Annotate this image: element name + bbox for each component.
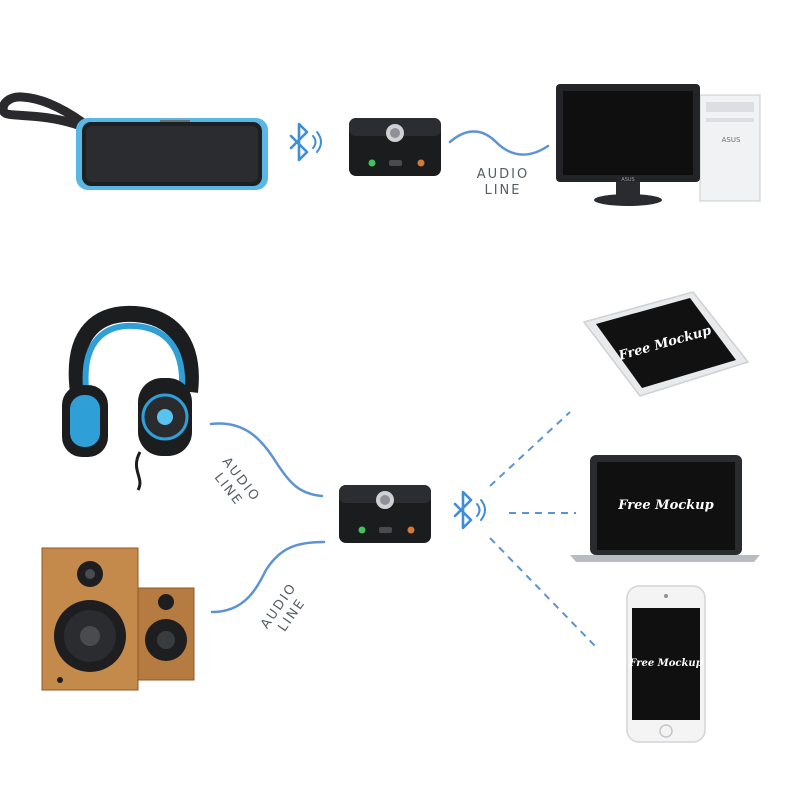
svg-text:LINE: LINE <box>484 183 521 198</box>
svg-text:ASUS: ASUS <box>621 177 634 183</box>
gaming-headset <box>62 305 199 491</box>
audio-line-cable <box>448 130 550 156</box>
bluetooth-speaker <box>0 92 268 190</box>
desktop-computer: ASUS ASUS <box>556 84 761 206</box>
bookshelf-speakers <box>41 547 195 691</box>
audio-line-cable <box>210 540 326 614</box>
bluetooth-transmitter <box>339 485 431 543</box>
audio-line-label: AUDIO LINE <box>258 580 309 634</box>
svg-text:ASUS: ASUS <box>722 136 741 144</box>
audio-line-cable <box>209 422 324 498</box>
bluetooth-transmitter <box>349 118 441 176</box>
svg-text:Free Mockup: Free Mockup <box>628 658 702 669</box>
svg-text:AUDIO: AUDIO <box>477 167 530 182</box>
bluetooth-icon <box>453 490 486 530</box>
wireless-link-phone <box>489 537 598 649</box>
audio-line-label: AUDIO LINE <box>211 455 263 509</box>
smartphone: Free Mockup <box>626 585 706 743</box>
bluetooth-icon <box>289 122 322 162</box>
wireless-link-tablet <box>489 411 571 487</box>
tablet: Free Mockup <box>582 291 750 397</box>
laptop: Free Mockup <box>570 455 760 562</box>
audio-line-label: AUDIO LINE <box>477 167 530 198</box>
svg-text:Free Mockup: Free Mockup <box>617 498 713 513</box>
